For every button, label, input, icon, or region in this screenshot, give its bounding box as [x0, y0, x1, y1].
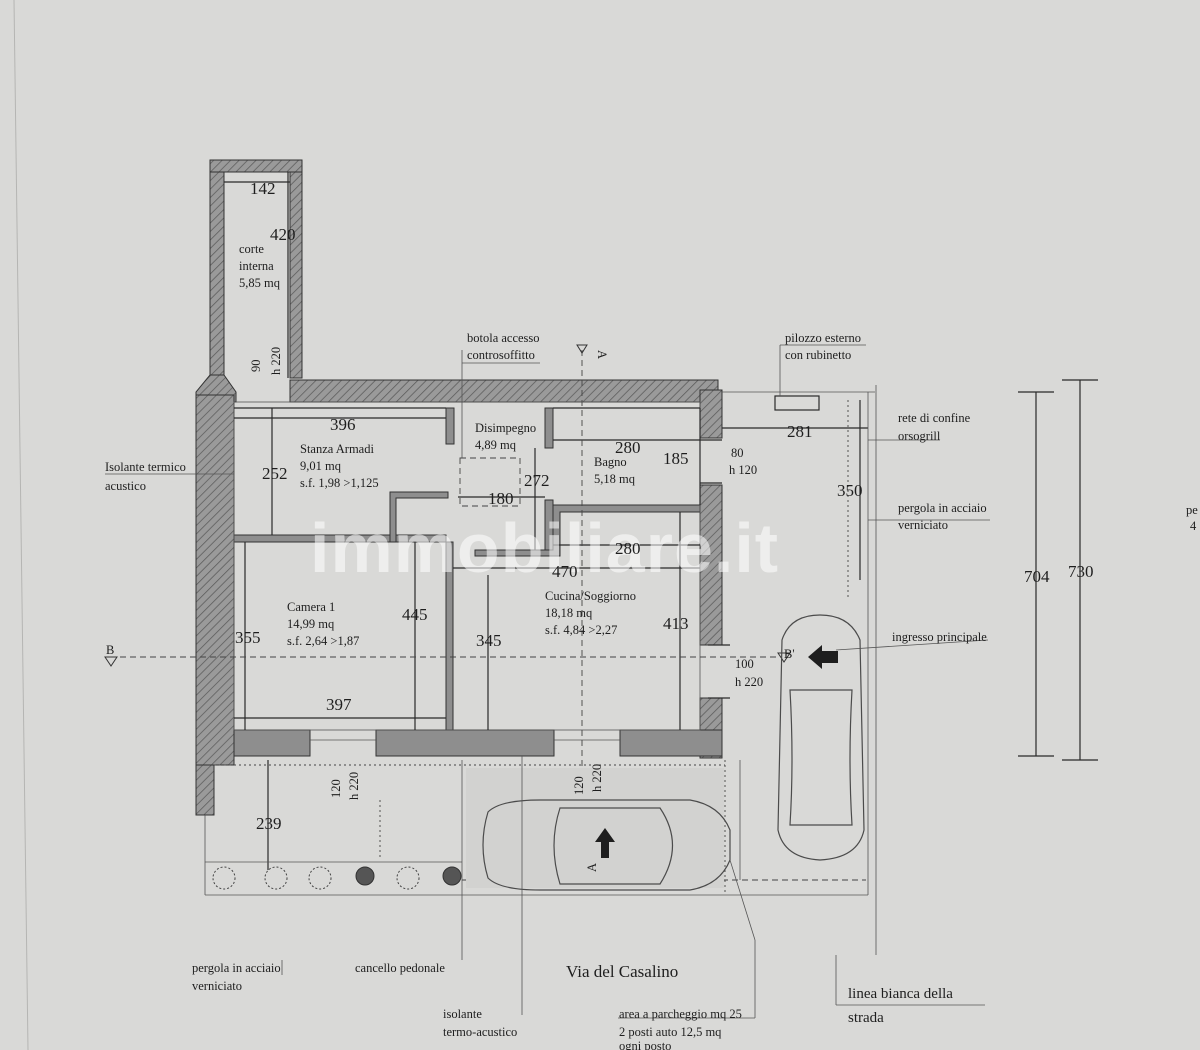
perimeter — [204, 385, 877, 955]
note-edge-2: 4 — [1190, 519, 1197, 533]
dim-345: 345 — [476, 631, 502, 650]
dim-396: 396 — [330, 415, 356, 434]
dim-120-right: 120 — [572, 776, 586, 795]
dim-445: 445 — [402, 605, 428, 624]
cucina-area: 18,18 mq — [545, 606, 593, 620]
section-a-top: A — [595, 350, 609, 359]
note-pergola-bottom-1: pergola in acciaio — [192, 961, 281, 975]
dim-h220-ingresso: h 220 — [735, 675, 763, 689]
corte-label-1: corte — [239, 242, 264, 256]
dim-252: 252 — [262, 464, 288, 483]
street-name: Via del Casalino — [566, 962, 678, 981]
dim-280-cucina: 280 — [615, 539, 641, 558]
stanza-armadi-sf: s.f. 1,98 >1,125 — [300, 476, 379, 490]
parked-car-vertical — [777, 614, 865, 861]
corte-area: 5,85 mq — [239, 276, 281, 290]
dim-90: 90 — [249, 360, 263, 373]
dimension-lines — [224, 172, 1098, 870]
note-ingresso: ingresso principale — [892, 630, 987, 644]
note-isolante-bottom-2: termo-acustico — [443, 1025, 517, 1039]
dim-142: 142 — [250, 179, 276, 198]
dim-80: 80 — [731, 446, 744, 460]
room-details — [233, 395, 820, 741]
stanza-armadi-name: Stanza Armadi — [300, 442, 374, 456]
note-pergola-right-1: pergola in acciaio — [898, 501, 987, 515]
corte-label-2: interna — [239, 259, 274, 273]
note-pergola-right-2: verniciato — [898, 518, 948, 532]
entrance-arrow-icon — [808, 645, 838, 669]
dim-355: 355 — [235, 628, 261, 647]
dim-120-left: 120 — [329, 779, 343, 798]
dim-730: 730 — [1068, 562, 1094, 581]
camera-sf: s.f. 2,64 >1,87 — [287, 634, 359, 648]
dim-239: 239 — [256, 814, 282, 833]
dim-470: 470 — [552, 562, 578, 581]
section-marks: A A B B' — [106, 350, 795, 872]
dimension-texts: 142 420 90 h 220 396 252 272 180 280 185… — [235, 179, 1094, 833]
section-b-right: B' — [784, 647, 795, 661]
dim-704: 704 — [1024, 567, 1050, 586]
section-b-left: B — [106, 643, 114, 657]
note-rete-1: rete di confine — [898, 411, 971, 425]
entrance-arrows — [595, 645, 838, 858]
parked-car-horizontal — [482, 799, 731, 891]
dim-h120: h 120 — [729, 463, 757, 477]
note-pergola-bottom-2: verniciato — [192, 979, 242, 993]
dim-180: 180 — [488, 489, 514, 508]
paper-edge-left — [13, 0, 29, 1050]
note-isolante-termico-1: Isolante termico — [105, 460, 186, 474]
note-linea-bianca-1: linea bianca della — [848, 986, 953, 1002]
dim-h220-right: h 220 — [590, 764, 604, 792]
bagno-name: Bagno — [594, 455, 627, 469]
disimpegno-name: Disimpegno — [475, 421, 536, 435]
dim-420: 420 — [270, 225, 296, 244]
dim-397: 397 — [326, 695, 352, 714]
note-cancello: cancello pedonale — [355, 961, 445, 975]
disimpegno-area: 4,89 mq — [475, 438, 517, 452]
dim-100: 100 — [735, 657, 754, 671]
bagno-area: 5,18 mq — [594, 472, 636, 486]
dim-185: 185 — [663, 449, 689, 468]
note-parcheggio-2: 2 posti auto 12,5 mq — [619, 1025, 722, 1039]
note-parcheggio-1: area a parcheggio mq 25 — [619, 1007, 742, 1021]
note-pilozzo-1: pilozzo esterno — [785, 331, 861, 345]
dim-350: 350 — [837, 481, 863, 500]
camera-name: Camera 1 — [287, 600, 335, 614]
note-botola-1: botola accesso — [467, 331, 540, 345]
dim-h220-left: h 220 — [347, 772, 361, 800]
note-isolante-termico-2: acustico — [105, 479, 146, 493]
cucina-name: Cucina/Soggiorno — [545, 589, 636, 603]
dim-413: 413 — [663, 614, 689, 633]
watermark: immobiliare.it — [310, 509, 779, 587]
garden-plants — [212, 866, 462, 890]
stanza-armadi-area: 9,01 mq — [300, 459, 342, 473]
dim-h220-corte: h 220 — [269, 347, 283, 375]
note-isolante-bottom-1: isolante — [443, 1007, 482, 1021]
note-rete-2: orsogrill — [898, 429, 941, 443]
note-parcheggio-3: ogni posto — [619, 1039, 671, 1050]
note-linea-bianca-2: strada — [848, 1010, 884, 1026]
note-edge-1: pe — [1186, 503, 1198, 517]
camera-area: 14,99 mq — [287, 617, 335, 631]
note-pilozzo-2: con rubinetto — [785, 348, 851, 362]
cucina-sf: s.f. 4,84 >2,27 — [545, 623, 617, 637]
dim-272: 272 — [524, 471, 550, 490]
leader-lines — [105, 344, 990, 1019]
dim-280-bagno: 280 — [615, 438, 641, 457]
dim-281: 281 — [787, 422, 813, 441]
annotations: botola accesso controsoffitto pilozzo es… — [105, 331, 1198, 1050]
note-botola-2: controsoffitto — [467, 348, 535, 362]
room-labels: corte interna 5,85 mq Stanza Armadi 9,01… — [239, 242, 636, 648]
section-a-bottom: A — [585, 863, 599, 872]
car-arrow-up-icon — [595, 828, 615, 858]
